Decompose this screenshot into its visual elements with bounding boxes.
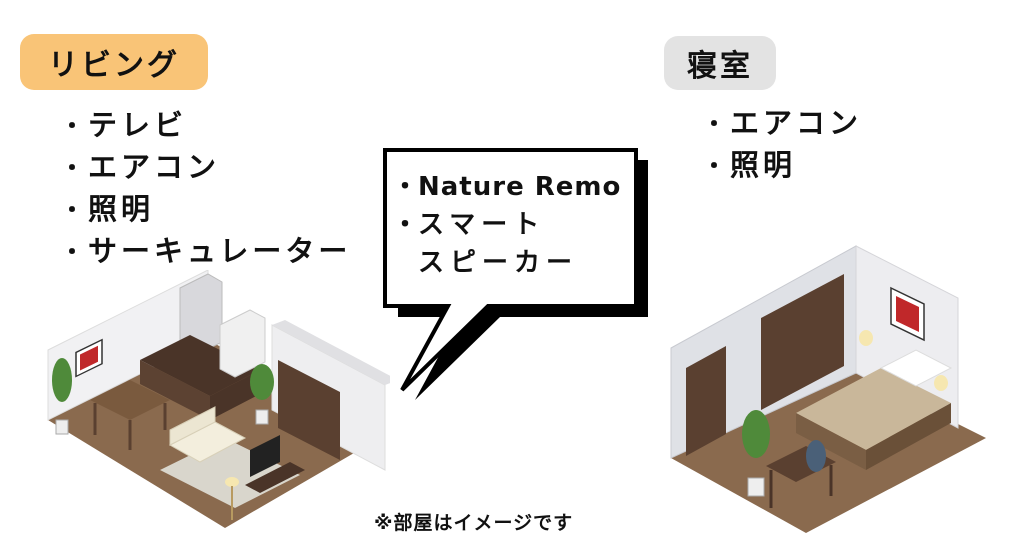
sofa-back: [169, 406, 216, 446]
list-item-label: サーキュレーター: [88, 234, 352, 268]
plant-pot: [255, 409, 269, 425]
bullet-icon: ・: [60, 237, 88, 266]
bullet-icon: ・: [702, 151, 730, 180]
bedroom-illustration: [670, 245, 986, 533]
living-room-label: リビング: [20, 34, 208, 90]
list-item-label: エアコン: [730, 106, 863, 140]
list-item-label: テレビ: [88, 108, 188, 142]
bedroom-device-list: ・エアコン ・照明: [702, 100, 862, 184]
dining-table: [90, 380, 170, 420]
bullet-icon: ・: [392, 172, 420, 202]
plant: [742, 410, 770, 458]
kitchen-counter-front: [140, 360, 210, 420]
living-device-list: ・テレビ ・エアコン ・照明 ・サーキュレーター: [60, 102, 351, 270]
bedside-lamp: [859, 330, 873, 346]
wall-top: [272, 320, 390, 385]
kitchen-counter-top: [140, 335, 260, 396]
bedside-lamp: [934, 375, 948, 391]
bed: [796, 368, 951, 450]
chair: [806, 440, 826, 472]
list-item: ・エアコン: [702, 100, 862, 142]
closet: [761, 274, 844, 410]
bubble-line-3: スピーカー: [418, 248, 579, 278]
list-item-label: エアコン: [88, 150, 221, 184]
wall-picture-art: [80, 345, 98, 371]
image-note: ※部屋はイメージです: [374, 512, 574, 534]
door: [686, 346, 726, 456]
plant-right: [250, 364, 274, 400]
bubble-line-2: ・スマート: [392, 206, 632, 244]
list-item: ・テレビ: [60, 102, 351, 144]
tv-stand: [245, 462, 305, 493]
bullet-icon: ・: [60, 195, 88, 224]
bubble-line-text: Nature Remo: [418, 172, 622, 202]
cabinet: [219, 309, 266, 378]
list-item: ・エアコン: [60, 144, 351, 186]
bubble-line-1: ・Nature Remo: [392, 168, 632, 206]
bubble-line-text: スマート: [418, 210, 546, 240]
bedroom-label-text: 寝室: [687, 49, 753, 84]
living-room-illustration: [47, 270, 390, 528]
bullet-icon: ・: [392, 210, 420, 240]
bedroom-label: 寝室: [664, 36, 776, 90]
bullet-icon: ・: [60, 111, 88, 140]
kitchen-counter-side: [210, 370, 260, 420]
plant-pot: [747, 477, 765, 497]
pillow: [879, 349, 953, 387]
bullet-icon: ・: [60, 153, 88, 182]
bullet-icon: ・: [702, 109, 730, 138]
closet: [278, 360, 340, 460]
list-item-label: 照明: [88, 192, 155, 226]
living-room-label-text: リビング: [48, 48, 180, 83]
bed-frame: [796, 413, 866, 470]
list-item: ・照明: [702, 142, 862, 184]
floor-lamp: [225, 477, 239, 487]
wall-picture-art: [896, 296, 919, 332]
list-item-label: 照明: [730, 148, 797, 182]
speech-bubble-text: ・Nature Remo ・スマート スピーカー: [392, 168, 632, 282]
plant-left: [52, 358, 72, 402]
list-item: ・サーキュレーター: [60, 228, 351, 270]
bed-frame-side: [866, 403, 951, 470]
tv-icon: [250, 435, 280, 477]
plant-pot: [55, 419, 69, 435]
list-item: ・照明: [60, 186, 351, 228]
